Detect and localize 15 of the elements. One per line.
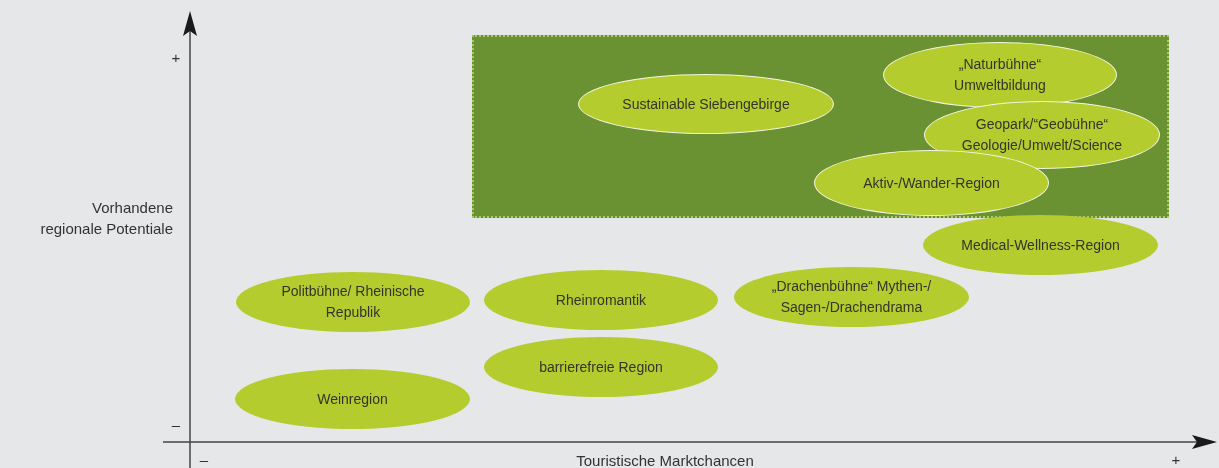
topic-ellipse: Geopark/“Geobühne“ Geologie/Umwelt/Science <box>924 101 1160 169</box>
topic-ellipse: „Naturbühne“ Umweltbildung <box>883 42 1117 108</box>
axis-title: Vorhandene regionale Potentiale <box>39 198 173 239</box>
topic-ellipse: Politbühne/ Rheinische Republik <box>236 272 470 332</box>
topic-ellipse: Weinregion <box>235 369 470 429</box>
topic-ellipse: „Drachenbühne“ Mythen-/ Sagen-/Drachendrama <box>734 267 969 327</box>
axis-tick-label: – <box>199 450 209 468</box>
axis-tick-label: + <box>171 48 181 68</box>
topic-ellipse: Rheinromantik <box>484 270 718 330</box>
axis-title: Touristische Marktchancen <box>576 451 754 468</box>
topic-ellipse: barrierefreie Region <box>484 337 718 397</box>
topic-ellipse: Medical-Wellness-Region <box>923 215 1158 275</box>
axis-tick-label: + <box>1171 450 1181 468</box>
axis-tick-label: – <box>171 415 181 435</box>
topic-ellipse: Sustainable Siebengebirge <box>578 74 834 134</box>
